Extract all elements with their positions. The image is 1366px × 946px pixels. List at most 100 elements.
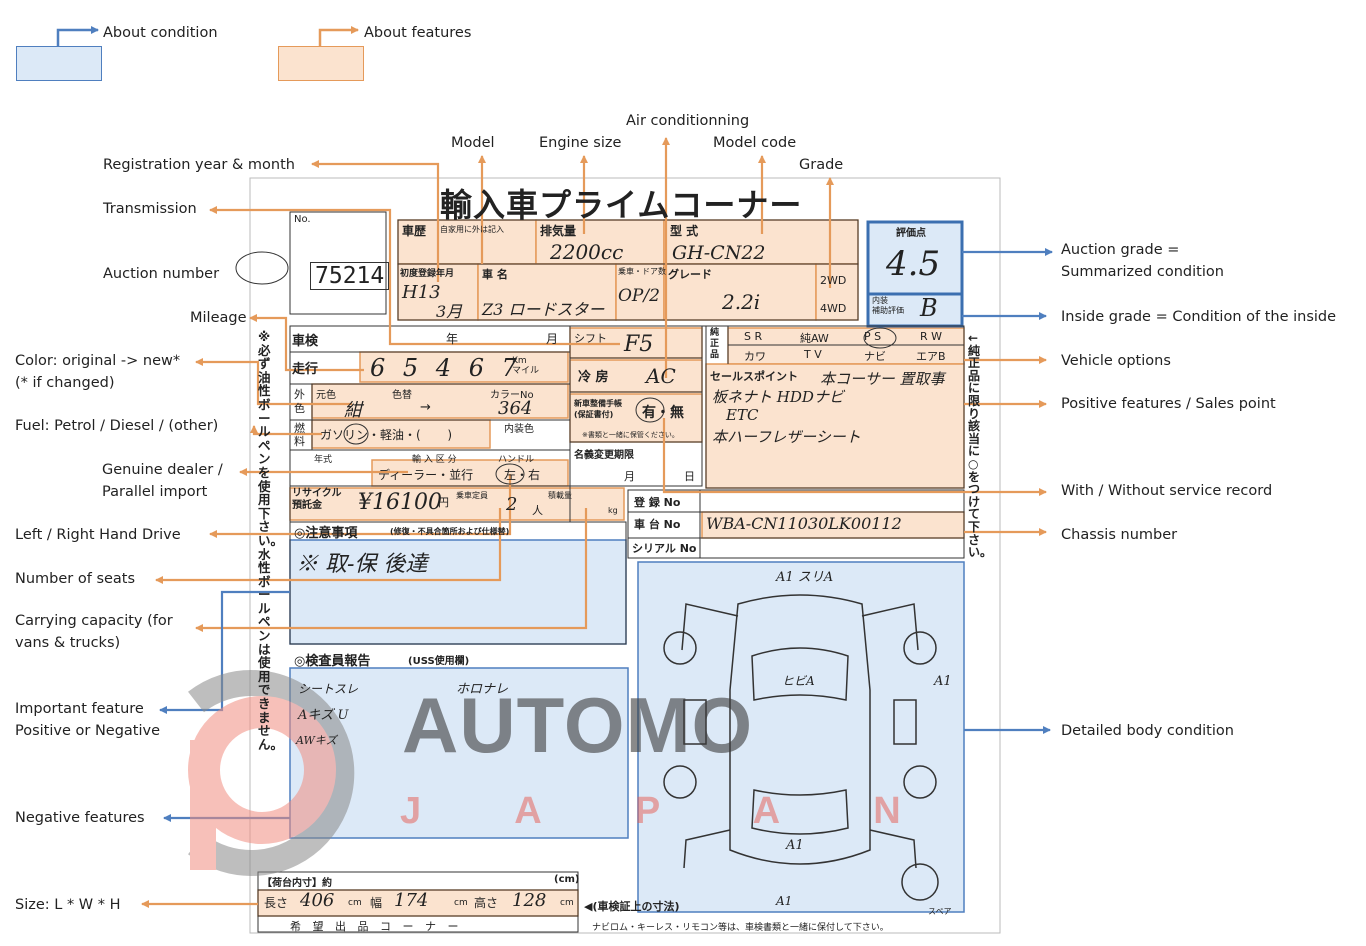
mileage-value: 6 5 4 6 7 <box>370 354 522 382</box>
label-body: Detailed body condition <box>1061 723 1234 739</box>
color-arrow: → <box>420 400 431 415</box>
doors-value: OP/2 <box>618 286 660 306</box>
color-original-value: 紺 <box>344 400 362 421</box>
width-value: 174 <box>394 890 429 911</box>
box-chassis <box>701 511 965 539</box>
fuel-label: 燃 料 <box>294 422 305 448</box>
label-dealer: Genuine dealer / Parallel import <box>102 462 223 500</box>
fuel-value: ガソリン・軽油・( ) <box>320 428 453 442</box>
legend-features-label: About features <box>364 25 472 41</box>
legend-condition-label: About condition <box>103 25 218 41</box>
first-reg-label: 初度登録年月 <box>400 269 455 279</box>
box-service <box>569 393 703 443</box>
handle-label: ハンドル <box>498 455 535 465</box>
label-negative: Negative features <box>15 810 145 826</box>
arrow-transmission <box>209 206 620 346</box>
size-label: 【荷台内寸】約 <box>262 878 332 889</box>
mileage-label: 走行 <box>292 362 319 377</box>
interior-label: 内装 補助評価 <box>872 296 904 315</box>
size-note: ◀(車検証上の寸法) <box>584 900 680 913</box>
color-original-label: 元色 <box>316 390 336 401</box>
year-type-label: 年式 <box>314 455 333 465</box>
width-cm: cm <box>454 898 468 908</box>
inspection-label: 車検 <box>292 334 319 349</box>
label-important: Important feature Positive or Negative <box>15 701 161 739</box>
import-label: 輸 入 区 分 <box>412 455 457 465</box>
option-rw: R W <box>920 330 943 343</box>
color-changed-label: 色替 <box>392 390 412 401</box>
automo-logo <box>188 670 355 876</box>
label-seats: Number of seats <box>15 571 136 587</box>
height-value: 128 <box>512 890 547 911</box>
chassis-value: WBA-CN11030LK00112 <box>706 514 902 533</box>
vertical-note-left: ※必ず油性ボールペンを使用下さい。水性ボールペンは使用できません。 <box>258 329 284 752</box>
option-ps: P S <box>864 330 882 343</box>
capacity-label: 乗車定員 <box>456 491 488 500</box>
recycle-label: リサイクル 預託金 <box>292 488 342 511</box>
color-outer-label: 外 色 <box>294 388 305 415</box>
length-value: 406 <box>300 890 335 911</box>
options-side-label: 純 正 品 <box>710 328 720 360</box>
legend-condition-box <box>16 46 102 81</box>
sales-note-1: 本コーサー 置取事 <box>820 370 945 388</box>
bottom-row: 希 望 出 品 コ ー ナ ー <box>290 920 463 933</box>
service-value: 有・無 <box>642 405 684 421</box>
length-label: 長さ <box>264 896 289 910</box>
vertical-note-right: ←純正品に限り該当に○をつけて下さい。 <box>968 331 993 560</box>
sheet-title: 輸入車プライムコーナー <box>440 186 803 224</box>
name-change-month: 月 <box>624 470 635 483</box>
inspector-sub: (USS使用欄) <box>408 656 470 667</box>
kg-label: kg <box>608 506 618 515</box>
label-service-record: With / Without service record <box>1061 483 1273 499</box>
inspection-month: 月 <box>546 332 559 346</box>
inspection-year: 年 <box>446 332 459 346</box>
ac-label: 冷 房 <box>578 370 609 385</box>
height-label: 高さ <box>474 896 499 910</box>
score-value: 4.5 <box>886 244 941 284</box>
label-model-code: Model code <box>713 135 797 151</box>
box-color <box>311 383 569 419</box>
handle-value: 左・右 <box>504 468 541 482</box>
arrow-fuel <box>250 425 322 436</box>
ac-value: AC <box>646 364 676 388</box>
model-code-value: GH-CN22 <box>672 242 766 264</box>
size-unit: (cm) <box>554 874 580 885</box>
inspector-note-4: AWキズ <box>296 734 337 747</box>
car-name-label: 車 名 <box>482 268 508 281</box>
option-navi: ナビ <box>864 350 886 363</box>
watermark-brand: AUTOMO <box>402 681 754 769</box>
label-options: Vehicle options <box>1061 353 1171 369</box>
label-capacity: Carrying capacity (for vans & trucks) <box>15 613 173 651</box>
option-tv: T V <box>804 348 822 361</box>
diagram-note-roof: ヒビA <box>782 674 815 688</box>
label-positive: Positive features / Sales point <box>1061 396 1276 412</box>
score-label: 評価点 <box>896 228 926 239</box>
notes-sub: (修復・不具合箇所および仕様替) <box>390 527 510 536</box>
displacement-label: 排気量 <box>540 224 577 238</box>
name-change-day: 日 <box>684 470 695 483</box>
interior-color-label: 内装色 <box>504 424 534 435</box>
history-note: 自家用に外は記入 <box>440 225 504 234</box>
legend-condition-arrow <box>56 26 99 46</box>
interior-grade: B <box>920 294 938 322</box>
chassis-label: 車 台 No <box>634 518 681 531</box>
arrow-hand-drive <box>209 474 512 538</box>
service-note: ※書類と一緒に保管ください。 <box>582 431 679 439</box>
shift-value: F5 <box>624 332 654 357</box>
label-fuel: Fuel: Petrol / Diesel / (other) <box>15 418 219 434</box>
box-interior <box>866 292 964 328</box>
type-label: 型 式 <box>670 224 699 238</box>
label-chassis: Chassis number <box>1061 527 1178 543</box>
box-sales <box>705 363 965 489</box>
sales-note-2: 板ネナト HDDナビ <box>712 388 844 406</box>
drive-2wd: 2WD <box>820 274 847 287</box>
arrow-important <box>159 590 290 714</box>
box-body-diagram <box>637 561 965 913</box>
arrow-registration <box>311 160 440 282</box>
diagram-note-side: A1 <box>934 674 952 689</box>
spare-label: スペア <box>928 907 952 916</box>
drive-4wd: 4WD <box>820 302 847 315</box>
km-label: Km マイル <box>512 356 540 376</box>
label-mileage: Mileage <box>190 310 247 326</box>
service-label: 新車整備手帳 (保証書付) <box>574 399 622 419</box>
